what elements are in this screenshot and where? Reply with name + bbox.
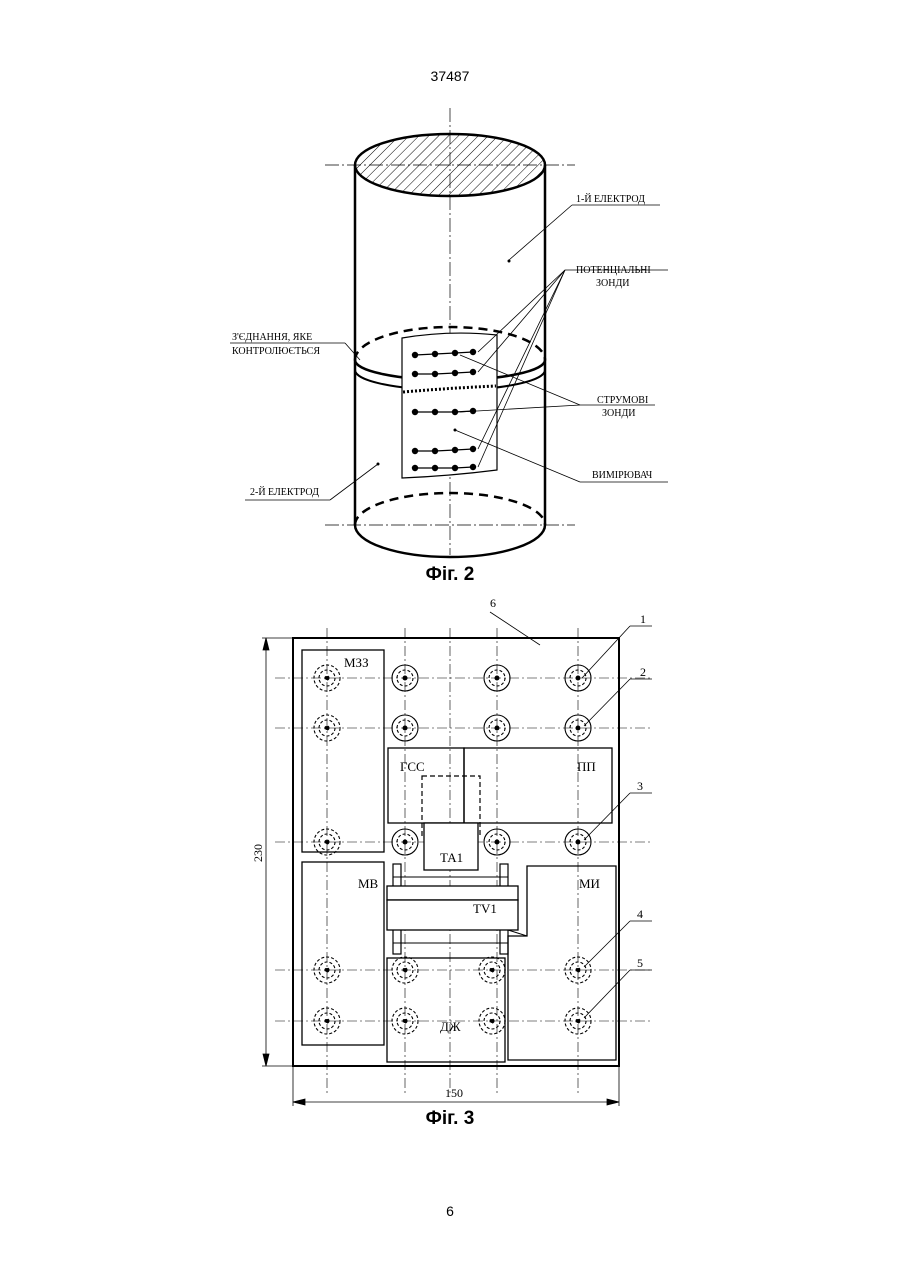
label-current-probes-2: ЗОНДИ (602, 408, 636, 419)
figure-2-caption: Фіг. 2 (0, 564, 900, 586)
electrode-top-face (355, 134, 545, 196)
label-electrode-2: 2-Й ЕЛЕКТРОД (250, 486, 319, 498)
label-potential-probes-1: ПОТЕНЦІАЛЬНІ (576, 265, 651, 276)
label-meter: ВИМІРЮВАЧ (592, 470, 653, 481)
label-joint-1: З'ЄДНАННЯ, ЯКЕ (232, 332, 312, 343)
page-number: 6 (0, 1203, 900, 1219)
label-electrode-1: 1-Й ЕЛЕКТРОД (576, 193, 645, 205)
figure-3-caption: Фіг. 3 (0, 1108, 900, 1130)
label-joint-2: КОНТРОЛЮЄТЬСЯ (232, 346, 320, 357)
label-potential-probes-2: ЗОНДИ (596, 278, 630, 289)
label-current-probes-1: СТРУМОВІ (597, 395, 648, 406)
